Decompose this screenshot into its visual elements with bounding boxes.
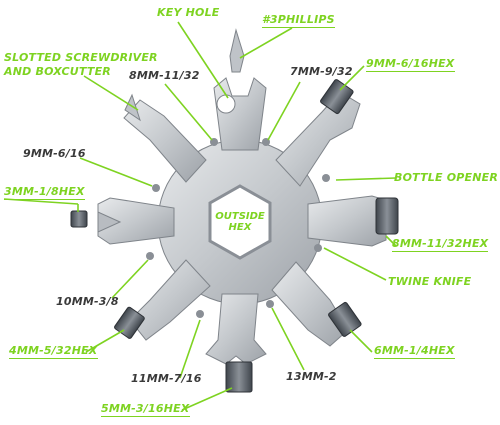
label-10mm-3-8: 10MM-3/8 [56, 295, 119, 308]
label-phillips: #3PHILLIPS [262, 13, 335, 28]
label-8mm-11-32-top: 8MM-11/32 [129, 69, 200, 82]
snowflake-body [97, 28, 387, 365]
label-5mm-3-16-hex: 5MM-3/16HEX [101, 402, 190, 417]
label-3mm-1-8-hex: 3MM-1/8HEX [4, 185, 85, 200]
label-outside-line1: OUTSIDE [215, 211, 265, 222]
label-9mm-6-16: 9MM-6/16 [23, 147, 86, 160]
label-9mm-6-16-hex: 9MM-6/16HEX [366, 57, 455, 72]
label-twine-knife: TWINE KNIFE [388, 275, 472, 288]
label-slotted-line1: SLOTTED SCREWDRIVER [4, 51, 158, 64]
label-6mm-1-4-hex: 6MM-1/4HEX [374, 344, 455, 359]
label-7mm-9-32: 7MM-9/32 [290, 65, 353, 78]
label-outside-line2: HEX [228, 222, 252, 233]
outside-hex [208, 184, 272, 260]
label-8mm-11-32-hex: 8MM-11/32HEX [392, 237, 489, 252]
label-bottle-opener: BOTTLE OPENER [394, 171, 499, 184]
key-hole [216, 94, 236, 114]
hex-bits [70, 79, 399, 393]
leader-lines [3, 21, 397, 411]
label-key-hole: KEY HOLE [157, 6, 220, 19]
label-13mm-2: 13MM-2 [286, 370, 337, 383]
label-slotted-line2: AND BOXCUTTER [4, 65, 111, 78]
label-4mm-5-32-hex: 4MM-5/32HEX [9, 344, 98, 359]
label-11mm-7-16: 11MM-7/16 [131, 372, 202, 385]
